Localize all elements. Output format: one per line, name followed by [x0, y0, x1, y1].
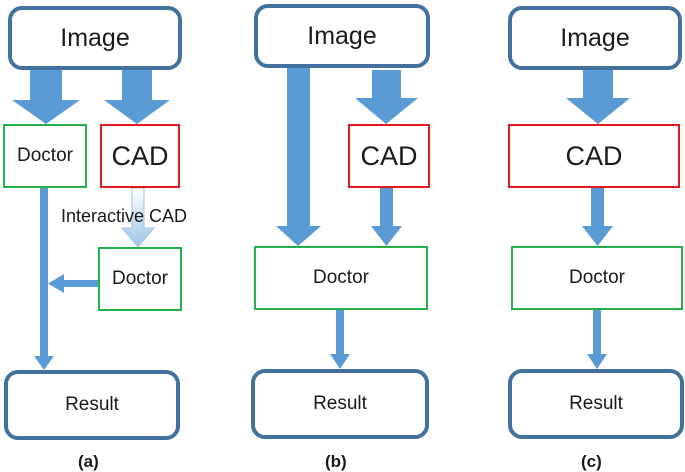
- c-result-box: Result: [508, 369, 684, 439]
- a-result-label: Result: [65, 394, 119, 415]
- arrow-c-doctor-to-result: [587, 310, 607, 369]
- b-cad-box: CAD: [348, 124, 430, 188]
- c-doctor-label: Doctor: [569, 267, 625, 288]
- c-result-label: Result: [569, 393, 623, 414]
- arrow-c-cad-to-doctor: [582, 188, 613, 246]
- arrow-a-image-to-cad: [104, 70, 170, 124]
- arrow-b-image-to-doctor: [276, 68, 321, 246]
- arrow-a-cad-interactive: [120, 187, 156, 248]
- a-cad-label: CAD: [111, 140, 169, 171]
- arrow-b-image-to-cad: [355, 70, 418, 124]
- a-image-box: Image: [8, 6, 182, 70]
- arrow-c-image-to-cad: [566, 70, 630, 124]
- arrow-b-doctor-to-result: [330, 310, 350, 369]
- b-result-label: Result: [313, 393, 367, 414]
- a-doctor-box: Doctor: [3, 124, 87, 188]
- a-cad-box: CAD: [100, 124, 180, 188]
- c-doctor-box: Doctor: [511, 246, 683, 310]
- a-image-label: Image: [60, 23, 130, 52]
- arrow-a-image-to-doctor: [12, 70, 80, 124]
- arrow-a-doctor-to-result: [34, 188, 54, 370]
- b-doctor-label: Doctor: [313, 267, 369, 288]
- arrow-a-doctor2-to-line: [48, 274, 98, 293]
- arrow-b-cad-to-doctor: [371, 188, 402, 246]
- a-interactive-cad-label: Interactive CAD: [61, 206, 188, 226]
- a-doctor2-box: Doctor: [98, 247, 182, 311]
- c-image-box: Image: [508, 6, 682, 70]
- a-caption: (a): [78, 452, 99, 471]
- c-cad-label: CAD: [565, 140, 623, 171]
- a-doctor2-label: Doctor: [112, 268, 168, 289]
- a-result-box: Result: [4, 370, 180, 440]
- c-cad-box: CAD: [508, 124, 680, 188]
- b-doctor-box: Doctor: [254, 246, 428, 310]
- b-result-box: Result: [251, 369, 429, 439]
- b-image-label: Image: [307, 21, 377, 50]
- b-image-box: Image: [254, 4, 430, 68]
- b-cad-label: CAD: [360, 140, 418, 171]
- c-caption: (c): [581, 452, 602, 471]
- a-doctor-label: Doctor: [17, 145, 73, 166]
- b-caption: (b): [325, 452, 347, 471]
- c-image-label: Image: [560, 23, 630, 52]
